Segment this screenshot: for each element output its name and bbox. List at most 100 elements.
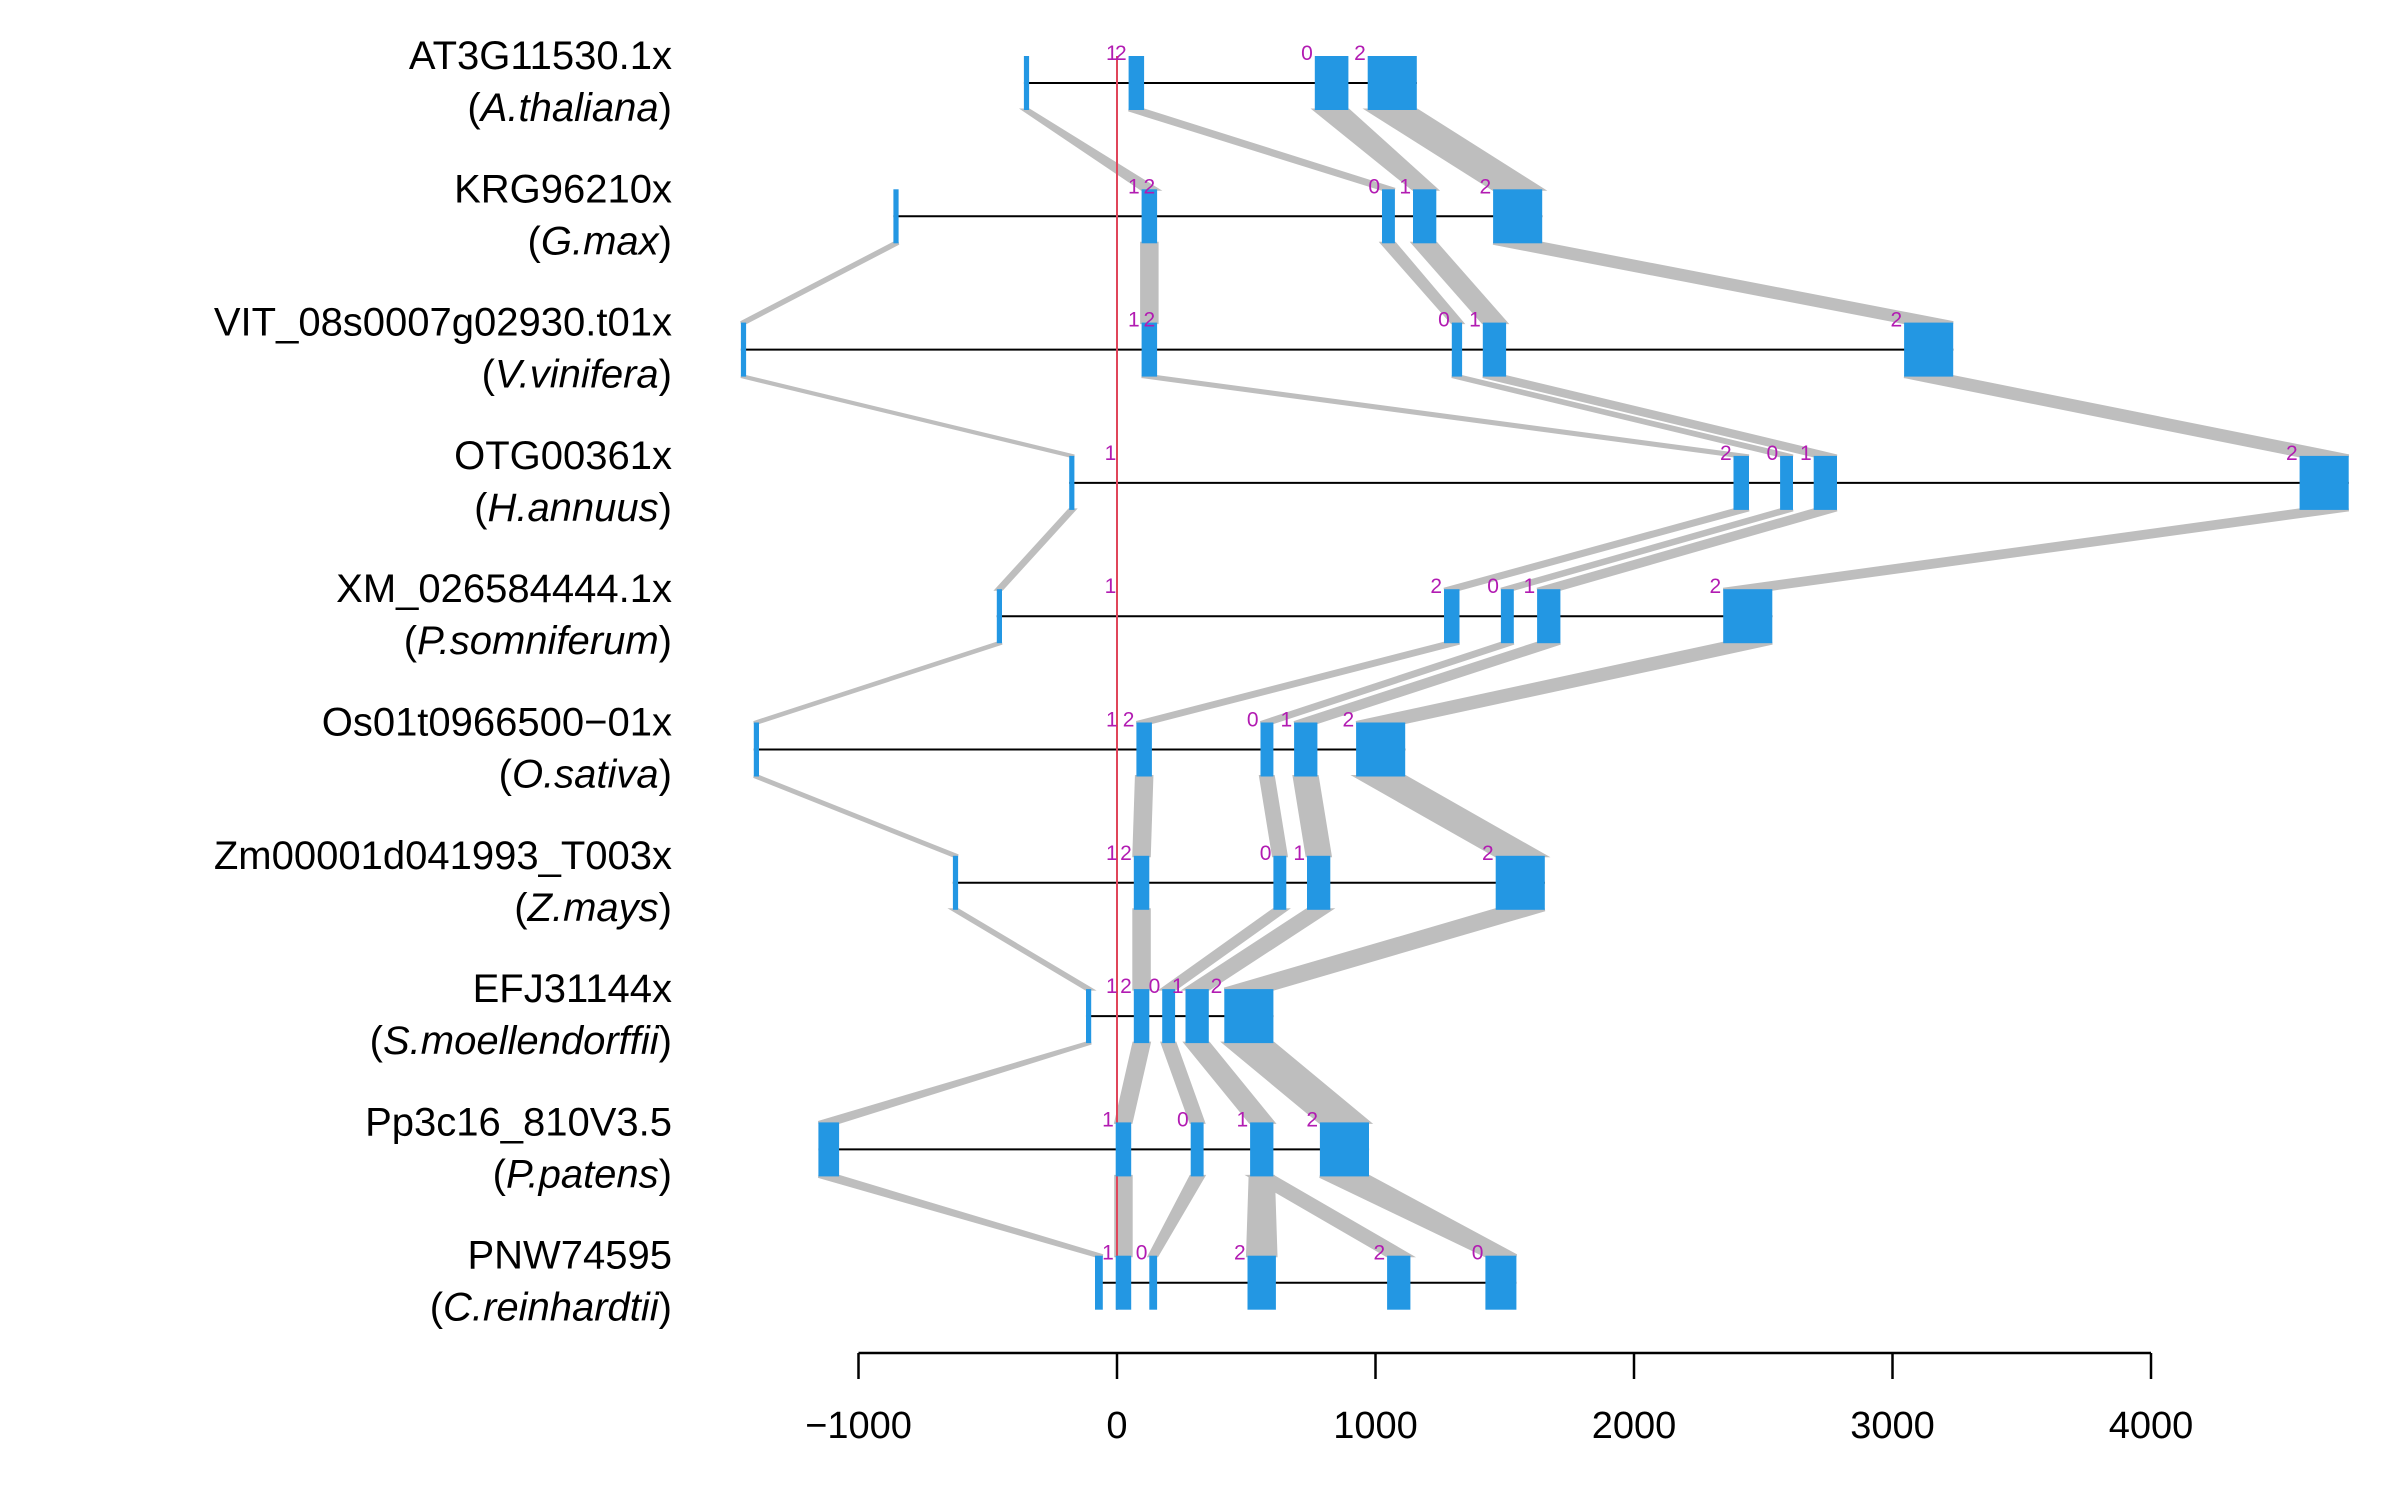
phase-label: 2 (1430, 575, 1442, 598)
phase-label: 0 (1438, 309, 1450, 332)
intron-layer (740, 82, 2349, 1284)
axis-tick-label: 3000 (1850, 1405, 1935, 1447)
exon (1307, 855, 1331, 910)
species-paren-open: ( (499, 753, 513, 797)
exon-connector (753, 641, 1003, 724)
phase-label: 1 (1523, 575, 1535, 598)
exon (1482, 322, 1507, 377)
phase-label: 1 (1800, 442, 1812, 465)
gene-name: XM_026584444.1x (336, 567, 672, 611)
phase-label: 2 (1354, 42, 1366, 65)
exon (1294, 722, 1318, 777)
gene-name: Os01t0966500−01x (322, 701, 672, 745)
phase-label: 0 (1766, 442, 1778, 465)
phase-label: 1 (1293, 842, 1305, 865)
phase-label: 0 (1247, 709, 1259, 732)
species-paren-open: ( (430, 1286, 444, 1330)
exon (1780, 455, 1793, 510)
phase-label: 1 (1105, 442, 1117, 465)
phase-label: 0 (1487, 575, 1499, 598)
phase-label: 2 (1115, 42, 1127, 65)
species-italic: G.max (541, 219, 661, 263)
species-paren-close: ) (659, 753, 672, 797)
exon (1387, 1255, 1411, 1310)
exon-connector (1492, 241, 1954, 325)
exon (1273, 855, 1287, 910)
gene-name: Pp3c16_810V3.5 (365, 1100, 672, 1144)
species-italic: Z.mays (527, 886, 659, 930)
gene-name: KRG96210x (454, 167, 672, 211)
axis-tick-label: 1000 (1333, 1405, 1418, 1447)
exon (1813, 455, 1837, 510)
exon (996, 589, 1002, 644)
exon (1190, 1122, 1204, 1177)
species-paren-close: ) (659, 1286, 672, 1330)
species-italic: V.vinifera (495, 353, 659, 397)
phase-label: 1 (1106, 42, 1118, 65)
exon (1141, 322, 1158, 377)
species-paren-open: ( (467, 86, 481, 130)
species-italic: S.moellendorffii (383, 1019, 660, 1063)
species-name: (G.max) (528, 219, 672, 263)
phase-label: 1 (1106, 975, 1118, 998)
exon (1136, 722, 1152, 777)
exon (1382, 189, 1395, 244)
phase-label: 1 (1128, 175, 1140, 198)
gene-name: OTG00361x (454, 434, 672, 478)
exon (1356, 722, 1406, 777)
phase-label: 2 (2286, 442, 2298, 465)
exon-connector (947, 908, 1097, 991)
exon (1260, 722, 1274, 777)
species-paren-open: ( (370, 1019, 384, 1063)
exon (1413, 189, 1437, 244)
exon (1162, 989, 1176, 1044)
exon (1095, 1255, 1103, 1310)
exon (1451, 322, 1463, 377)
exon (1485, 1255, 1517, 1310)
phase-label: 1 (1102, 1108, 1114, 1131)
exon-connector (753, 775, 959, 858)
exon (1250, 1122, 1274, 1177)
exon-connector (740, 241, 900, 325)
species-italic: O.sativa (512, 753, 659, 797)
exon (1500, 589, 1514, 644)
gene-label-layer: AT3G11530.1x(A.thaliana)KRG96210x(G.max)… (214, 34, 672, 1330)
exon (818, 1122, 840, 1177)
phase-label: 2 (1891, 309, 1903, 332)
exon-connector (1114, 1174, 1133, 1258)
gene-name: PNW74595 (467, 1234, 672, 1278)
phase-label: 2 (1211, 975, 1223, 998)
phase-label: 2 (1374, 1242, 1386, 1265)
species-paren-open: ( (528, 219, 542, 263)
exon-connector (1132, 775, 1154, 858)
exon (1185, 989, 1209, 1044)
exon (1314, 56, 1349, 110)
exon (1086, 989, 1092, 1044)
exon (893, 189, 899, 244)
phase-label: 2 (1480, 175, 1492, 198)
exon (1723, 589, 1773, 644)
species-paren-close: ) (659, 886, 672, 930)
connector-layer (740, 108, 2350, 1258)
species-name: (P.somniferum) (404, 619, 672, 663)
gene-name: EFJ31144x (473, 967, 672, 1011)
species-name: (H.annuus) (474, 486, 672, 530)
phase-label: 2 (1482, 842, 1494, 865)
species-paren-close: ) (659, 1019, 672, 1063)
phase-label: 0 (1368, 175, 1380, 198)
exon-connector (1451, 375, 1794, 458)
exon (1367, 56, 1417, 110)
exon (1133, 855, 1150, 910)
species-paren-close: ) (659, 219, 672, 263)
exon-layer (740, 56, 2349, 1310)
gene-name: AT3G11530.1x (409, 34, 672, 78)
exon-connector (1132, 908, 1151, 991)
gene-name: VIT_08s0007g02930.t01x (214, 301, 672, 345)
phase-label: 1 (1399, 175, 1411, 198)
exon (1247, 1255, 1276, 1310)
exon-connector (817, 1041, 1092, 1124)
